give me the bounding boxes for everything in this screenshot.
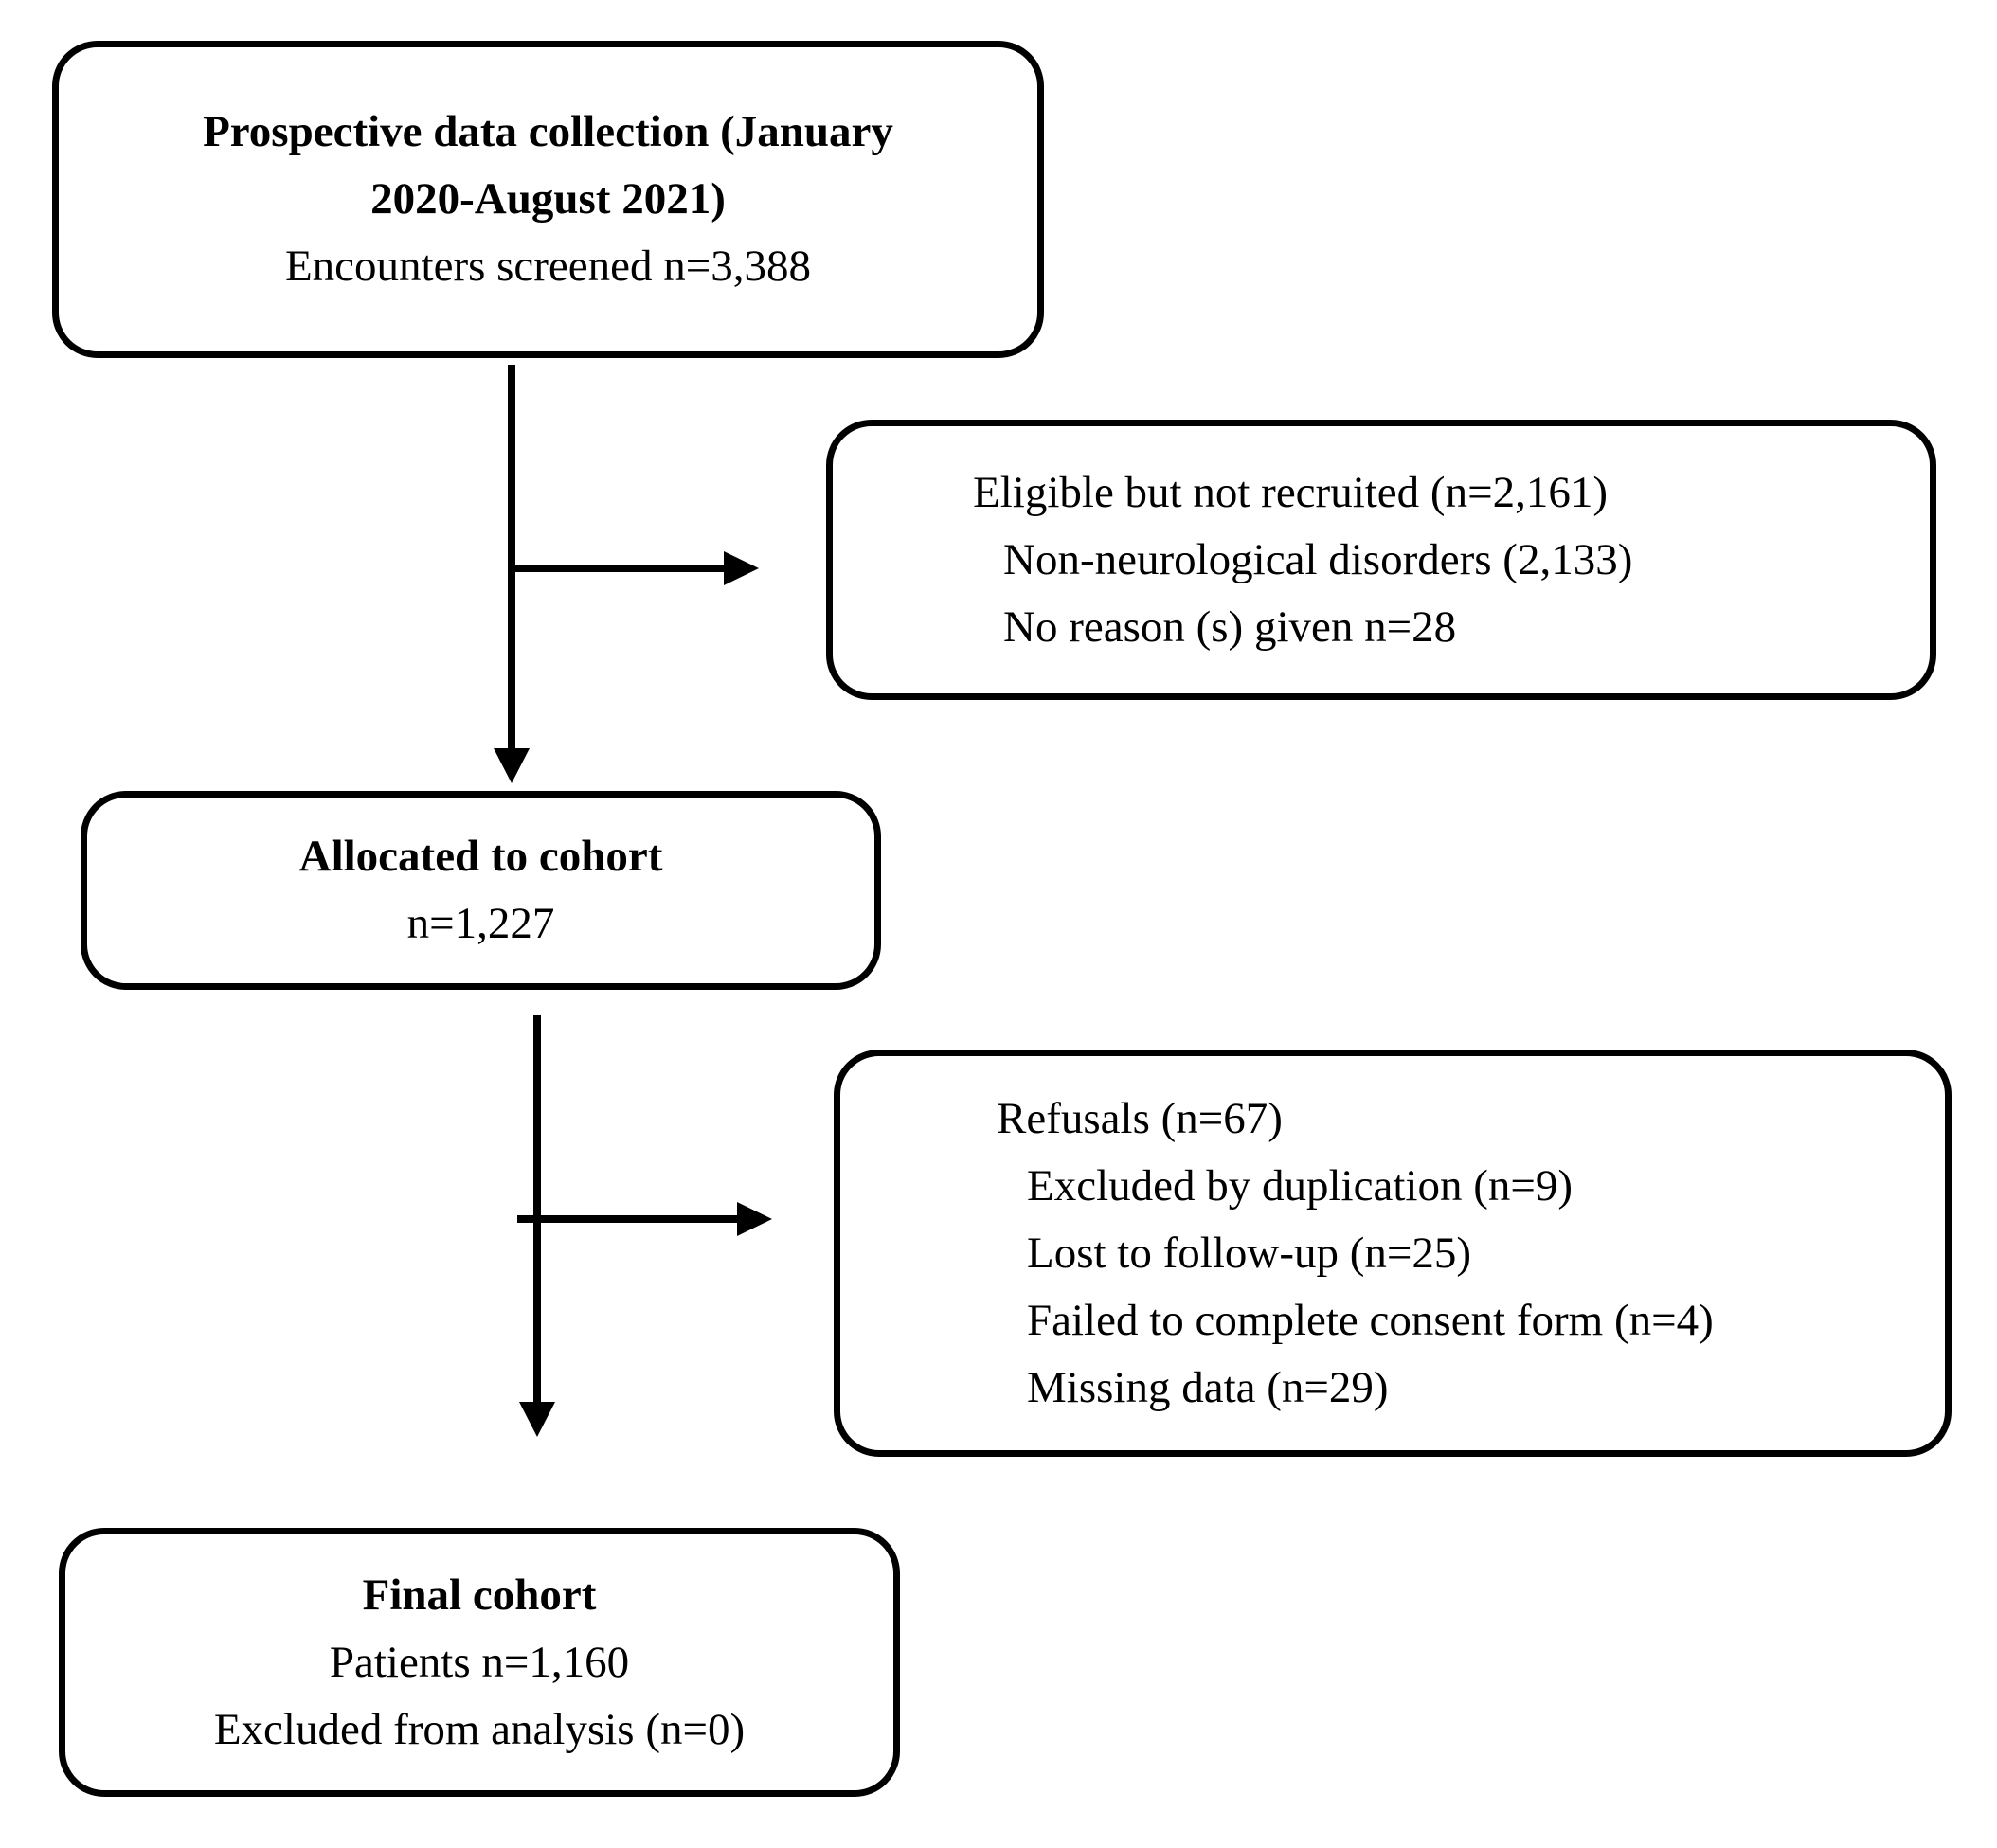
arrow-branch-to-not-recruited-head-icon	[724, 551, 759, 585]
final-cohort-excluded-count: Excluded from analysis (n=0)	[213, 1704, 746, 1754]
arrow-branch-to-not-recruited-line	[512, 565, 724, 572]
final-cohort-patients-count: Patients n=1,160	[329, 1637, 630, 1687]
box-final-cohort: Final cohort Patients n=1,160 Excluded f…	[59, 1528, 900, 1797]
box-prospective-data-collection: Prospective data collection (January 202…	[52, 41, 1044, 358]
refusals-item-missing-data: Missing data (n=29)	[1027, 1362, 1389, 1412]
arrow-branch-to-refusals-head-icon	[737, 1202, 772, 1236]
box-eligible-not-recruited: Eligible but not recruited (n=2,161) Non…	[826, 420, 1936, 700]
refusals-item-duplication: Excluded by duplication (n=9)	[1027, 1160, 1574, 1211]
arrow-screening-to-allocated-head-icon	[494, 748, 530, 783]
refusals-item-lost-follow-up: Lost to follow-up (n=25)	[1027, 1228, 1472, 1278]
not-recruited-heading: Eligible but not recruited (n=2,161)	[973, 467, 1608, 517]
box-refusals: Refusals (n=67) Excluded by duplication …	[834, 1050, 1952, 1457]
screening-title-line1: Prospective data collection (January	[203, 107, 893, 156]
arrow-branch-to-refusals-line	[517, 1215, 737, 1223]
allocated-count: n=1,227	[406, 899, 555, 948]
refusals-item-consent-form: Failed to complete consent form (n=4)	[1027, 1295, 1714, 1345]
not-recruited-item-non-neurological: Non-neurological disorders (2,133)	[1003, 534, 1633, 584]
screening-title-line2: 2020-August 2021)	[370, 174, 726, 224]
not-recruited-item-no-reason: No reason (s) given n=28	[1003, 601, 1457, 652]
allocated-title: Allocated to cohort	[298, 832, 663, 881]
arrow-screening-to-allocated-line	[508, 365, 515, 748]
screening-encounters-count: Encounters screened n=3,388	[284, 242, 812, 291]
arrow-allocated-to-final-head-icon	[519, 1402, 555, 1437]
arrow-allocated-to-final-line	[533, 1015, 541, 1402]
box-allocated-to-cohort: Allocated to cohort n=1,227	[81, 791, 881, 990]
refusals-heading: Refusals (n=67)	[997, 1093, 1283, 1143]
final-cohort-title: Final cohort	[362, 1570, 597, 1620]
